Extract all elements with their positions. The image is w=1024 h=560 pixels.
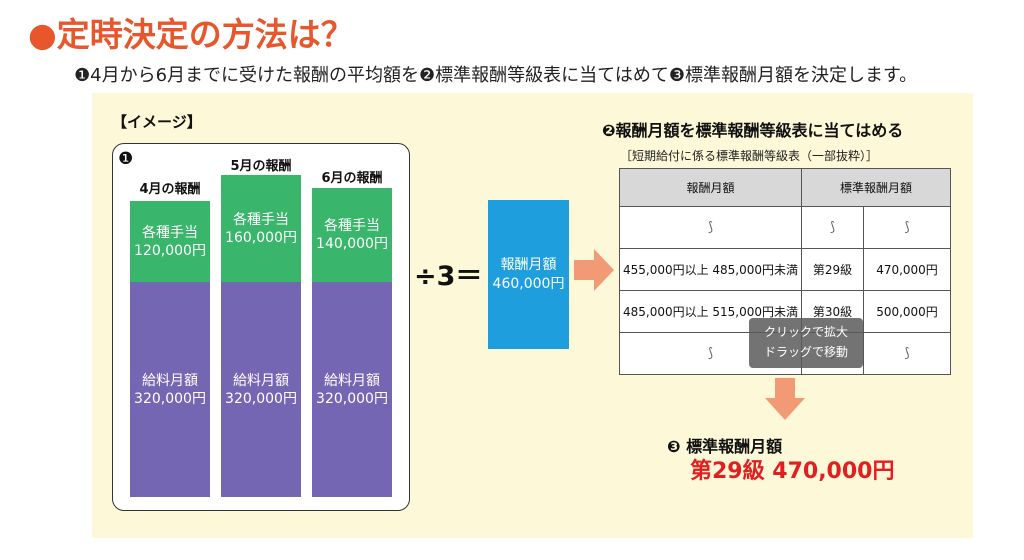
step2-title: ❷報酬月額を標準報酬等級表に当てはめる xyxy=(602,121,904,140)
gap-cell: ⟆ xyxy=(619,206,802,249)
allowance-label: 各種手当 xyxy=(142,224,198,241)
allowance-value: 160,000円 xyxy=(225,229,297,246)
gap-cell: ⟆ xyxy=(801,206,864,249)
arrow-down-icon xyxy=(765,378,805,420)
bar-may: 各種手当 160,000円 給料月額 320,000円 xyxy=(221,175,301,497)
image-label: 【イメージ】 xyxy=(112,113,202,131)
step3-title: ❸ 標準報酬月額 xyxy=(667,437,783,456)
table-header-row: 報酬月額 標準報酬月額 xyxy=(619,168,952,207)
page-title: ●定時決定の方法は？ xyxy=(28,15,354,54)
zoom-drag-tooltip[interactable]: クリックで拡大 ドラッグで移動 xyxy=(749,318,863,368)
month-label-may: 5月の報酬 xyxy=(230,159,292,174)
month-label-april: 4月の報酬 xyxy=(139,182,201,197)
arrow-right-icon xyxy=(574,249,614,291)
salary-value: 320,000円 xyxy=(225,390,297,407)
bar-june: 各種手当 140,000円 給料月額 320,000円 xyxy=(312,188,392,497)
salary-value: 320,000円 xyxy=(134,390,206,407)
salary-value: 320,000円 xyxy=(316,390,388,407)
allowance-segment: 各種手当 120,000円 xyxy=(130,201,210,282)
month-label-june: 6月の報酬 xyxy=(321,171,383,186)
gap-cell: ⟆ xyxy=(862,332,952,375)
average-label: 報酬月額 xyxy=(500,256,557,273)
allowance-segment: 各種手当 160,000円 xyxy=(221,175,301,282)
amount-cell: 500,000円 xyxy=(862,290,952,333)
table-row: ⟆ ⟆ ⟆ xyxy=(619,206,952,249)
grade-table: 報酬月額 標準報酬月額 ⟆ ⟆ ⟆ 455,000円以上 485,000円未満 … xyxy=(619,168,952,375)
header-standard-amount: 標準報酬月額 xyxy=(800,168,952,207)
amount-cell: 470,000円 xyxy=(862,248,952,291)
allowance-value: 140,000円 xyxy=(316,236,388,252)
allowance-label: 各種手当 xyxy=(233,211,289,228)
pay-range-cell: 455,000円以上 485,000円未満 xyxy=(619,248,802,291)
header-pay-amount: 報酬月額 xyxy=(619,168,802,207)
gap-cell: ⟆ xyxy=(862,206,952,249)
salary-segment: 給料月額 320,000円 xyxy=(130,282,210,497)
allowance-segment: 各種手当 140,000円 xyxy=(312,188,392,282)
result-amount: 第29級 470,000円 xyxy=(690,459,895,484)
allowance-label: 各種手当 xyxy=(324,218,380,234)
bar-april: 各種手当 120,000円 給料月額 320,000円 xyxy=(130,201,210,497)
average-pay-box: 報酬月額 460,000円 xyxy=(488,200,569,349)
table-row: 455,000円以上 485,000円未満 第29級 470,000円 xyxy=(619,248,952,291)
salary-segment: 給料月額 320,000円 xyxy=(221,282,301,497)
average-value: 460,000円 xyxy=(492,275,565,292)
tooltip-line-zoom: クリックで拡大 xyxy=(763,325,848,339)
allowance-value: 120,000円 xyxy=(134,242,206,259)
page-subtitle: ❶4月から6月までに受けた報酬の平均額を❷標準報酬等級表に当てはめて❸標準報酬月… xyxy=(74,65,918,86)
table-caption: ［短期給付に係る標準報酬等級表（一部抜粋）］ xyxy=(620,149,879,163)
salary-label: 給料月額 xyxy=(142,372,198,389)
table-row: 485,000円以上 515,000円未満 第30級 500,000円 xyxy=(619,290,952,333)
salary-segment: 給料月額 320,000円 xyxy=(312,282,392,497)
tooltip-line-drag: ドラッグで移動 xyxy=(763,345,848,359)
grade-cell: 第29級 xyxy=(801,248,864,291)
salary-label: 給料月額 xyxy=(324,372,380,389)
divide-by-three: ÷3＝ xyxy=(414,261,483,292)
step1-marker: ❶ xyxy=(118,149,134,169)
salary-label: 給料月額 xyxy=(233,372,289,389)
pay-range-cell: 485,000円以上 515,000円未満 xyxy=(619,290,802,333)
